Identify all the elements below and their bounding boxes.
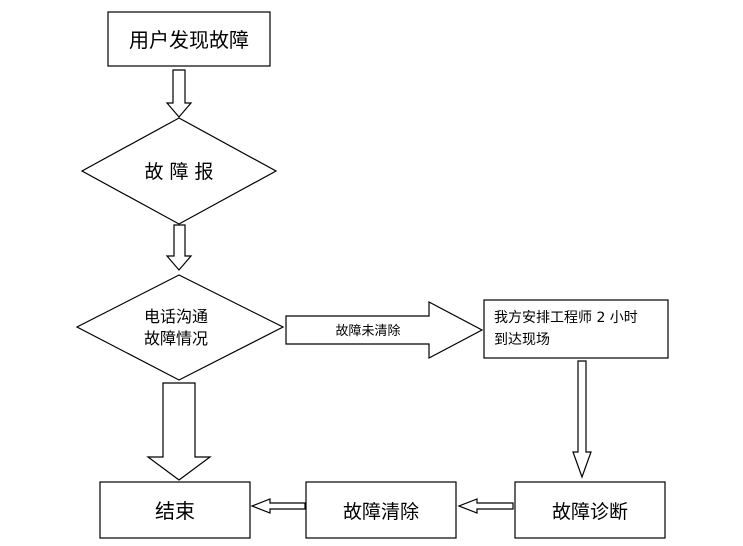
dispatch-label-line2: 到达现场 bbox=[494, 332, 550, 348]
phone-communication-decision: 电话沟通 故障情况 bbox=[75, 274, 285, 381]
not-cleared-label: 故障未清除 bbox=[335, 324, 400, 339]
end-node: 结束 bbox=[99, 481, 251, 539]
dispatch-engineer-node: 我方安排工程师 2 小时 到达现场 bbox=[483, 299, 669, 359]
arrow-down-dispatch bbox=[572, 360, 592, 479]
not-cleared-arrow: 故障未清除 bbox=[285, 301, 484, 359]
cleared-arrow bbox=[146, 382, 212, 481]
fault-report-label: 故 障 报 bbox=[144, 161, 213, 183]
phone-label-line2: 故障情况 bbox=[144, 329, 208, 348]
arrow-down-2 bbox=[165, 224, 193, 271]
end-label: 结束 bbox=[155, 499, 195, 523]
arrow-left-cleared-to-end bbox=[250, 498, 306, 514]
user-finds-fault-label: 用户发现故障 bbox=[129, 28, 249, 52]
fault-diagnosis-label: 故障诊断 bbox=[552, 501, 628, 523]
phone-label-line1: 电话沟通 bbox=[144, 307, 208, 326]
fault-diagnosis-node: 故障诊断 bbox=[514, 481, 666, 539]
user-finds-fault-node: 用户发现故障 bbox=[107, 11, 271, 67]
fault-report-decision: 故 障 报 bbox=[80, 117, 278, 225]
arrow-down-1 bbox=[165, 69, 193, 118]
arrow-left-diagnosis-to-cleared bbox=[457, 498, 514, 514]
fault-cleared-node: 故障清除 bbox=[305, 481, 457, 539]
dispatch-label-line1: 我方安排工程师 2 小时 bbox=[494, 310, 638, 326]
fault-cleared-label: 故障清除 bbox=[343, 501, 419, 523]
